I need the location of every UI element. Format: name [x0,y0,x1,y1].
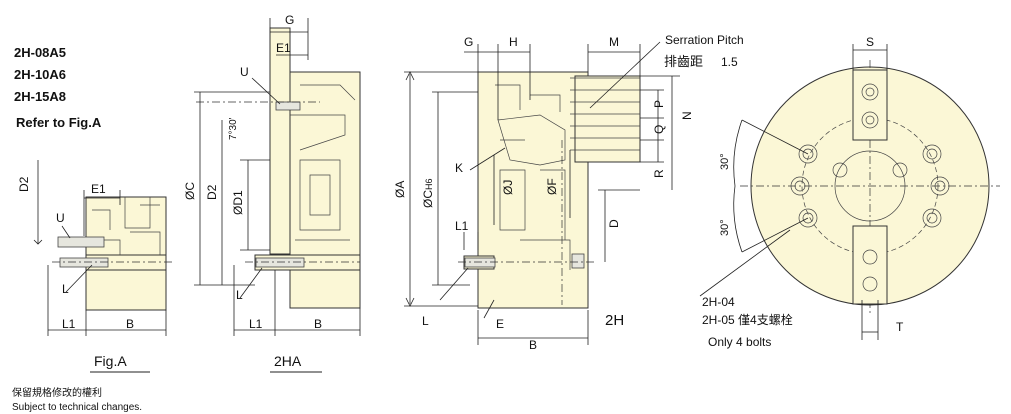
fig-2ha-caption: 2HA [274,353,302,369]
front-angle-30-a: 30° [719,153,731,170]
fig-2h-dim-oj: ØJ [501,180,515,195]
fig-a-body [85,196,167,311]
front-view-drawing [699,44,1000,340]
fig-a-labels: D2 E1 U L L1 B Fig.A [17,176,134,369]
fig-2ha-dim-e1: E1 [276,41,291,55]
fig-2h-dim-r: R [652,169,666,178]
serration-cn: 排齒距 [664,54,703,69]
model-list: 2H-08A5 2H-10A6 2H-15A8 Refer to Fig.A [14,45,102,130]
fig-2h-dim-m: M [609,35,619,49]
fig-2h-label-l: L [422,314,429,328]
fig-2h-dim-oa: ØA [393,181,407,198]
fig-2ha-flange [269,27,291,255]
serration-value: 1.5 [721,55,738,69]
fig-2h-bolt [571,253,585,269]
note-2h-05: 2H-05 僅4支螺栓 [702,312,793,327]
note-2h-04: 2H-04 [702,295,735,309]
front-dim-t: T [896,320,904,334]
fig-a-label-l: L [62,282,69,296]
fig-2ha-angle: 7°30' [228,117,239,140]
top-jaw [852,69,888,141]
fig-2h-screw-l [464,257,496,268]
fig-2h-label-k: K [455,161,463,175]
model-2h-08a5: 2H-08A5 [14,45,66,60]
fig-2h-dim-g: G [464,35,473,49]
fig-2h-drawing [404,41,680,345]
fig-a-screw-u [57,236,105,248]
fig-2h-dim-n: N [680,111,694,120]
fig-2h-caption: 2H [605,312,624,329]
fig-2ha-dim-l1: L1 [249,317,263,331]
note-only-4-bolts: Only 4 bolts [708,335,771,349]
refer-note: Refer to Fig.A [16,115,102,130]
fig-a-drawing [33,160,175,373]
fig-2h-dim-p: P [652,100,666,108]
fig-2ha-labels: G E1 U 7°30' ØC D2 ØD1 L L1 B 2HA [183,13,322,369]
bottom-jaw [852,225,888,305]
fig-a-dim-d2: D2 [17,176,31,192]
fig-2h-dim-l1: L1 [455,219,469,233]
fig-2h-dim-e: E [496,317,504,331]
fig-2h-dim-d: D [607,219,621,228]
fig-2ha-dim-d2: D2 [205,184,219,200]
fig-2ha-dim-od1: ØD1 [231,190,245,215]
model-2h-15a8: 2H-15A8 [14,89,66,104]
front-angle-30-b: 30° [719,219,731,236]
fig-2h-tolerance-h6: H6 [424,178,434,190]
front-view-labels: S T 30° 30° 2H-04 2H-05 僅4支螺栓 Only 4 bol… [702,35,904,349]
model-2h-10a6: 2H-10A6 [14,67,66,82]
fig-2h-dim-oc: ØC [421,190,435,208]
fig-a-screw-l [59,257,109,268]
fig-2ha-label-l: L [236,288,243,302]
fig-2h-dim-b: B [529,338,537,352]
fig-2h-dim-h: H [509,35,518,49]
footer-en: Subject to technical changes. [12,402,142,413]
fig-2ha-dim-g: G [285,13,294,27]
fig-2h-top-jaw [574,75,641,163]
fig-a-dim-e1: E1 [91,182,106,196]
fig-a-label-u: U [56,211,65,225]
serration-label: Serration Pitch [665,33,744,47]
fig-2ha-dim-b: B [314,317,322,331]
fig-2h-dim-of: ØF [545,178,559,195]
fig-2ha-dim-oc: ØC [183,182,197,200]
fig-a-caption: Fig.A [94,353,127,369]
fig-2ha-label-u: U [240,65,249,79]
bolt-holes [790,144,950,228]
fig-2h-labels: G H M Serration Pitch 排齒距 1.5 ØA ØC H6 K… [393,33,744,352]
fig-2h-body [477,71,589,309]
front-dim-s: S [866,35,874,49]
fig-2ha-drawing [194,18,361,373]
fig-2ha-body [289,71,361,309]
fig-a-dim-b: B [126,317,134,331]
footer-cn: 保留規格修改的權利 [12,386,102,399]
fig-2h-dim-q: Q [652,125,666,134]
fig-a-dim-l1: L1 [62,317,76,331]
footer: 保留規格修改的權利 Subject to technical changes. [12,386,142,413]
fig-2ha-screw-l [255,257,305,268]
